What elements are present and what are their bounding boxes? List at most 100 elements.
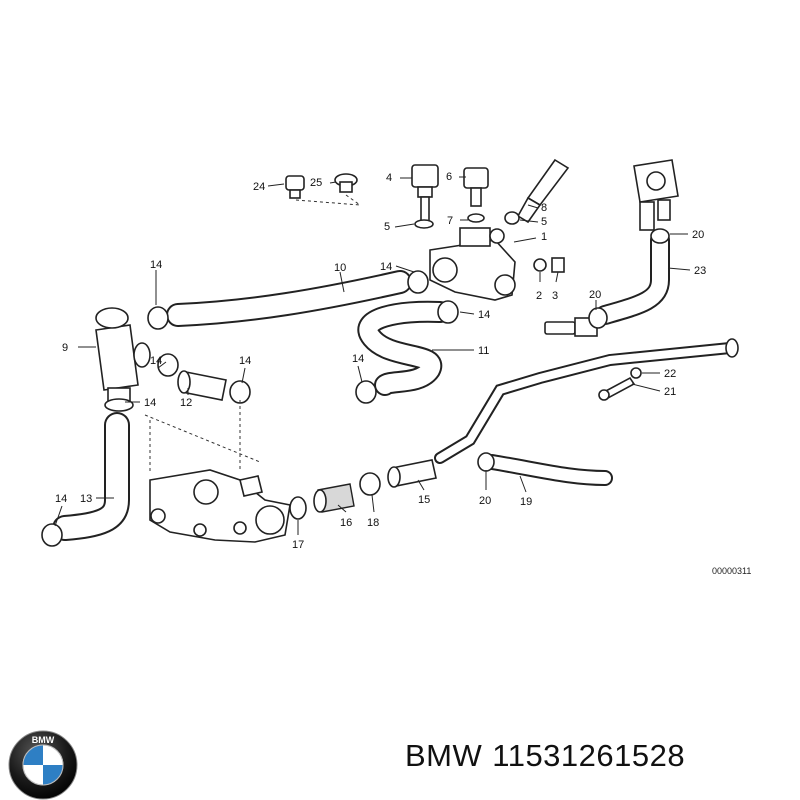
plug-25: [334, 173, 358, 193]
label-14g: 14: [55, 493, 67, 505]
label-14c: 14: [239, 355, 251, 367]
label-14e: 14: [478, 309, 490, 321]
label-21: 21: [664, 386, 676, 398]
label-5b: 5: [541, 216, 547, 228]
thermostat-housing: [429, 227, 516, 301]
label-4: 4: [386, 172, 392, 184]
leader-1: [513, 237, 537, 243]
plug-24: [285, 175, 305, 199]
clamp-14b: [157, 353, 179, 377]
leader-14c: [241, 367, 246, 384]
label-14b: 14: [150, 355, 162, 367]
diagram-code: 00000311: [712, 566, 751, 576]
brand-name: BMW: [405, 738, 483, 773]
clamp-20c: [477, 452, 495, 472]
sensor-8: [516, 158, 570, 224]
tee-piece-9: [95, 307, 151, 412]
clamp-14f: [355, 380, 377, 404]
hose-10: [166, 270, 412, 327]
label-20c: 20: [479, 495, 491, 507]
leader-25: [345, 194, 361, 206]
flange-top: [633, 159, 679, 231]
clamp-20b: [650, 228, 670, 244]
bmw-logo: BMW: [8, 730, 78, 800]
label-15: 15: [418, 494, 430, 506]
clamp-20a: [588, 307, 608, 329]
leader-14f: [357, 365, 363, 383]
part-number: 11531261528: [492, 738, 686, 773]
leader-8: [527, 204, 539, 209]
label-20a: 20: [589, 289, 601, 301]
leader-24-line: [267, 183, 285, 187]
label-6: 6: [446, 171, 452, 183]
sleeve-16: [313, 483, 355, 513]
clamp-14a: [147, 306, 169, 330]
leader-3: [555, 271, 559, 283]
logo-text: BMW: [32, 735, 55, 745]
label-7: 7: [447, 215, 453, 227]
label-18: 18: [367, 517, 379, 529]
leader-10: [339, 271, 345, 293]
label-5a: 5: [384, 221, 390, 233]
label-3: 3: [552, 290, 558, 302]
leader-14e: [459, 311, 475, 315]
hose-15: [387, 459, 437, 488]
label-16: 16: [340, 517, 352, 529]
clamp-17: [289, 496, 307, 520]
hose-12: [177, 370, 227, 401]
pipe-line: [434, 338, 739, 464]
sensor-4: [411, 164, 439, 222]
sensor-6: [463, 167, 489, 207]
leader-5a: [394, 223, 415, 228]
leader-24: [295, 199, 361, 206]
fitting-20: [544, 317, 598, 337]
label-8: 8: [541, 202, 547, 214]
leader-19: [519, 475, 527, 493]
label-9: 9: [62, 342, 68, 354]
clamp-14e: [437, 300, 459, 324]
hose-19: [484, 454, 613, 486]
leader-5b: [519, 219, 539, 223]
hose-23: [595, 230, 670, 325]
label-14a: 14: [150, 259, 162, 271]
clamp-14g: [41, 523, 63, 547]
clamp-14c: [229, 380, 251, 404]
hose-11: [357, 300, 451, 396]
label-2: 2: [536, 290, 542, 302]
clip-22: [630, 367, 642, 379]
hose-13: [52, 412, 130, 541]
leader-14b: [157, 361, 167, 369]
leader-14g: [54, 505, 63, 527]
label-14f: 14: [352, 353, 364, 365]
washer-5b: [504, 211, 520, 225]
bolt-3: [551, 257, 565, 273]
clamp-14d: [407, 270, 429, 294]
label-14d: 14: [380, 261, 392, 273]
leader-14d: [395, 265, 415, 273]
leader-23: [667, 267, 691, 271]
label-24: 24: [253, 181, 265, 193]
washer-7: [467, 213, 485, 223]
label-19: 19: [520, 496, 532, 508]
label-17: 17: [292, 539, 304, 551]
water-pump: [149, 469, 291, 543]
label-23: 23: [694, 265, 706, 277]
label-14-mid: 14: [144, 397, 156, 409]
leader-21: [631, 383, 661, 392]
bolt-21: [598, 376, 636, 401]
leader-16: [337, 504, 347, 513]
leader-18: [371, 494, 375, 513]
label-11: 11: [478, 345, 489, 357]
leader-15: [417, 479, 425, 491]
leader-25-line: [329, 181, 337, 184]
label-10: 10: [334, 262, 346, 274]
dash-line-b: [144, 414, 261, 463]
label-25: 25: [310, 177, 322, 189]
label-12: 12: [180, 397, 192, 409]
washer-5a: [414, 219, 434, 229]
label-13: 13: [80, 493, 92, 505]
label-22: 22: [664, 368, 676, 380]
label-1: 1: [541, 231, 547, 243]
gasket-2: [533, 258, 547, 272]
